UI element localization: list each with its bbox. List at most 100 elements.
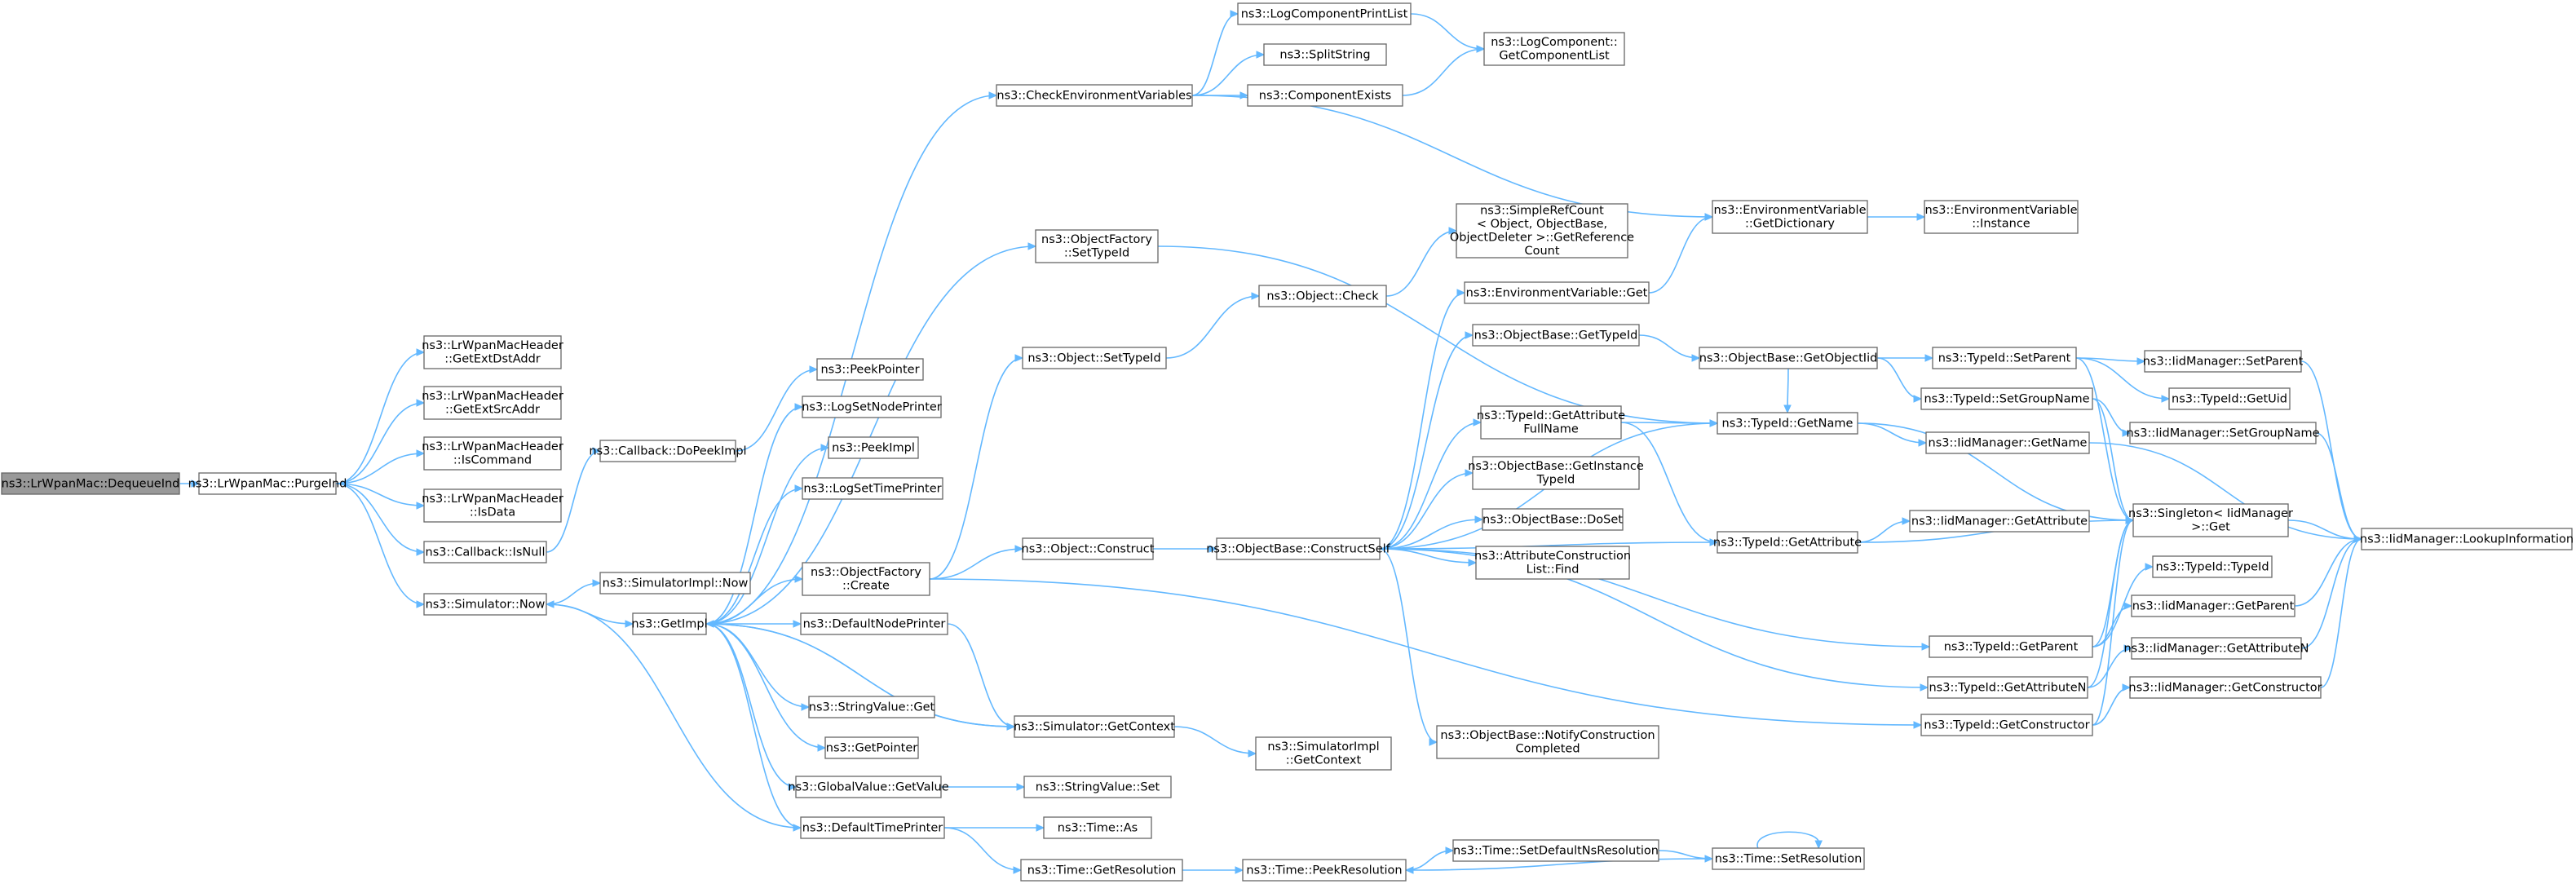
node-simimplctx[interactable]: ns3::SimulatorImpl::GetContext	[1255, 736, 1392, 771]
node-objcheck[interactable]: ns3::Object::Check	[1258, 285, 1387, 307]
node-envget[interactable]: ns3::EnvironmentVariable::Get	[1464, 281, 1650, 304]
node-tidgetattr[interactable]: ns3::TypeId::GetAttribute	[1713, 531, 1862, 554]
edge-tidgetname-to-imgetname	[1857, 422, 1928, 447]
node-tidsetparent[interactable]: ns3::TypeId::SetParent	[1932, 347, 2077, 369]
node-simgetctx[interactable]: ns3::Simulator::GetContext	[1014, 715, 1175, 738]
node-envgetdict[interactable]: ns3::EnvironmentVariable::GetDictionary	[1712, 200, 1868, 234]
node-label: ns3::Simulator::Now	[426, 598, 546, 611]
node-splitstr[interactable]: ns3::SplitString	[1263, 43, 1387, 66]
node-imgetattr[interactable]: ns3::IidManager::GetAttribute	[1909, 510, 2090, 533]
node-extsrc[interactable]: ns3::LrWpanMacHeader::GetExtSrcAddr	[422, 386, 563, 420]
node-defnode[interactable]: ns3::DefaultNodePrinter	[800, 612, 948, 635]
node-imgetname[interactable]: ns3::IidManager::GetName	[1925, 431, 2090, 454]
node-objsettid[interactable]: ns3::Object::SetTypeId	[1022, 347, 1167, 369]
node-dopeek[interactable]: ns3::Callback::DoPeekImpl	[589, 440, 747, 462]
node-imsetgroup[interactable]: ns3::IidManager::SetGroupName	[2126, 422, 2320, 444]
node-tidgetuid[interactable]: ns3::TypeId::GetUid	[2168, 387, 2291, 410]
edge-line	[1191, 95, 1713, 218]
node-label: ns3::Object::Check	[1266, 290, 1379, 303]
node-imgetctor[interactable]: ns3::IidManager::GetConstructor	[2128, 676, 2322, 699]
node-simimplnow[interactable]: ns3::SimulatorImpl::Now	[599, 572, 751, 594]
node-tidtid[interactable]: ns3::TypeId::TypeId	[2152, 555, 2273, 578]
edge-imgetctor-to-imlookup	[2320, 535, 2363, 688]
edge-gvget-to-strset	[941, 783, 1026, 791]
edge-line	[1857, 520, 1911, 543]
node-logsetnode[interactable]: ns3::LogSetNodePrinter	[802, 396, 942, 418]
node-srcgetref[interactable]: ns3::SimpleRefCount< Object, ObjectBase,…	[1450, 203, 1634, 259]
node-envinst[interactable]: ns3::EnvironmentVariable::Instance	[1924, 200, 2079, 234]
node-isnull[interactable]: ns3::Callback::IsNull	[423, 541, 547, 564]
node-constructself[interactable]: ns3::ObjectBase::ConstructSelf	[1206, 537, 1391, 560]
node-imlookup[interactable]: ns3::IidManager::LookupInformation	[2360, 528, 2574, 550]
node-peekres[interactable]: ns3::Time::PeekResolution	[1242, 859, 1407, 882]
node-compexists[interactable]: ns3::ComponentExists	[1247, 84, 1403, 107]
node-imgetattrn[interactable]: ns3::IidManager::GetAttributeN	[2123, 637, 2309, 660]
node-label: ns3::TypeId::GetAttribute	[1477, 409, 1625, 422]
node-strset[interactable]: ns3::StringValue::Set	[1023, 776, 1172, 798]
node-strget[interactable]: ns3::StringValue::Get	[808, 696, 935, 718]
node-isdata[interactable]: ns3::LrWpanMacHeader::IsData	[422, 488, 563, 523]
node-iscmd[interactable]: ns3::LrWpanMacHeader::IsCommand	[422, 436, 563, 471]
node-tidgetctor[interactable]: ns3::TypeId::GetConstructor	[1920, 714, 2093, 736]
node-dequeue[interactable]: ns3::LrWpanMac::DequeueInd	[1, 472, 180, 495]
node-label: ns3::ObjectBase::ConstructSelf	[1206, 542, 1390, 555]
edge-line	[1402, 48, 1485, 96]
node-peekptr[interactable]: ns3::PeekPointer	[816, 358, 924, 381]
node-logsettime[interactable]: ns3::LogSetTimePrinter	[802, 477, 943, 500]
edge-objconstruct-to-constructself	[1153, 545, 1218, 553]
node-timegetres[interactable]: ns3::Time::GetResolution	[1020, 859, 1183, 882]
node-extdst[interactable]: ns3::LrWpanMacHeader::GetExtDstAddr	[422, 335, 563, 369]
node-tidsetgroup[interactable]: ns3::TypeId::SetGroupName	[1920, 387, 2093, 410]
node-singleton[interactable]: ns3::Singleton< IidManager>::Get	[2128, 503, 2293, 537]
edge-line	[705, 406, 803, 625]
node-box	[1263, 43, 1387, 66]
node-timeas[interactable]: ns3::Time::As	[1043, 816, 1152, 839]
node-deftime[interactable]: ns3::DefaultTimePrinter	[800, 816, 945, 839]
node-logcpl[interactable]: ns3::LogComponentPrintList	[1237, 2, 1412, 25]
node-label: ns3::GlobalValue::GetValue	[788, 780, 948, 793]
node-imsetparent[interactable]: ns3::IidManager::SetParent	[2143, 350, 2304, 373]
node-box	[808, 696, 935, 718]
edge-line	[335, 453, 425, 484]
node-label: ns3::IidManager::GetName	[1929, 436, 2088, 449]
node-obdoset[interactable]: ns3::ObjectBase::DoSet	[1482, 508, 1624, 531]
edge-deftime-to-timegetres	[943, 827, 1023, 874]
edge-deftime-to-timeas	[943, 824, 1045, 832]
node-obgettid[interactable]: ns3::ObjectBase::GetTypeId	[1472, 324, 1640, 347]
node-checkenv[interactable]: ns3::CheckEnvironmentVariables	[996, 84, 1193, 107]
node-obnotify[interactable]: ns3::ObjectBase::NotifyConstructionCompl…	[1436, 725, 1659, 759]
node-purge[interactable]: ns3::LrWpanMac::PurgeInd	[188, 472, 347, 495]
node-label: ns3::Object::SetTypeId	[1027, 351, 1160, 365]
edge-arrowhead	[1014, 545, 1024, 553]
node-settdefns[interactable]: ns3::Time::SetDefaultNsResolution	[1452, 839, 1659, 862]
edge-line	[1620, 422, 1718, 543]
edge-arrowhead	[817, 744, 827, 752]
node-tidgetparent[interactable]: ns3::TypeId::GetParent	[1929, 635, 2093, 658]
node-getptr[interactable]: ns3::GetPointer	[824, 736, 919, 759]
node-peekimpl[interactable]: ns3::PeekImpl	[828, 436, 919, 459]
node-simnow[interactable]: ns3::Simulator::Now	[423, 593, 547, 616]
node-tidgetattrn[interactable]: ns3::TypeId::GetAttributeN	[1927, 676, 2088, 699]
node-tidgetname[interactable]: ns3::TypeId::GetName	[1717, 412, 1858, 435]
node-imgetparent[interactable]: ns3::IidManager::GetParent	[2131, 594, 2295, 617]
node-box	[828, 436, 919, 459]
node-label: ns3::IidManager::LookupInformation	[2360, 533, 2574, 546]
edge-arrowhead	[794, 575, 804, 583]
node-lcgetlist[interactable]: ns3::LogComponent::GetComponentList	[1483, 32, 1625, 66]
edge-arrowhead	[820, 444, 830, 452]
node-timesetres[interactable]: ns3::Time::SetResolution	[1712, 847, 1865, 870]
node-ofsettid[interactable]: ns3::ObjectFactory::SetTypeId	[1035, 229, 1159, 263]
node-getimpl[interactable]: ns3::GetImpl	[631, 612, 708, 635]
node-gvget[interactable]: ns3::GlobalValue::GetValue	[788, 776, 949, 798]
node-label: ns3::ObjectBase::NotifyConstruction	[1440, 729, 1655, 742]
node-obgetoid[interactable]: ns3::ObjectBase::GetObjectIid	[1699, 347, 1878, 369]
edge-line	[1410, 13, 1485, 50]
node-box	[1480, 405, 1622, 440]
edge-settdefns-to-timesetres	[1658, 850, 1714, 863]
node-ofcreate[interactable]: ns3::ObjectFactory::Create	[802, 562, 930, 596]
node-box	[1022, 347, 1167, 369]
node-objconstruct[interactable]: ns3::Object::Construct	[1022, 537, 1155, 560]
